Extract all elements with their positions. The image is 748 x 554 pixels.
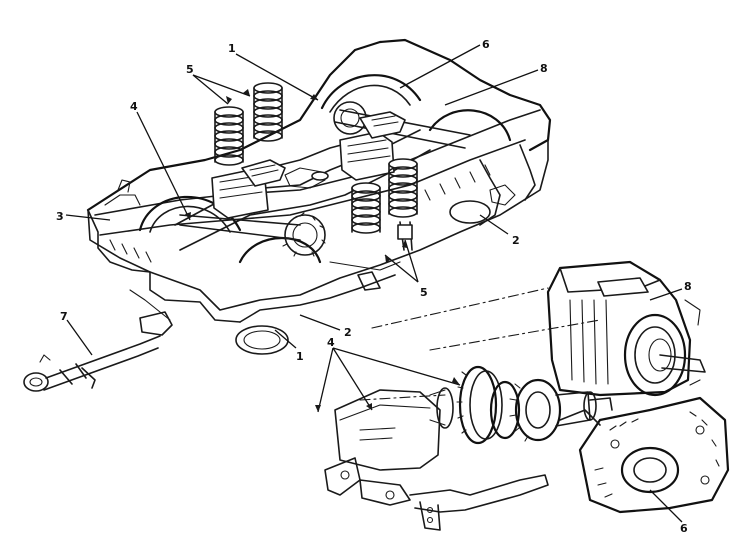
leader-arrowheads: [185, 89, 460, 412]
callout-4-truck: 4: [130, 100, 138, 113]
exploded-traction-motor: [546, 260, 706, 397]
callout-3: 3: [56, 210, 64, 223]
callout-5-bottom: 5: [420, 286, 428, 299]
leader-lines: [65, 44, 683, 523]
callout-5-top: 5: [186, 63, 194, 76]
exploded-gears: [429, 365, 613, 445]
coil-springs: [214, 82, 418, 234]
callout-1-top: 1: [228, 42, 236, 55]
gearcase-assembly: [559, 396, 730, 514]
callout-7: 7: [60, 310, 68, 323]
coil-spring-c: [388, 158, 418, 218]
callout-8-motor: 8: [684, 280, 692, 293]
truck-traction-motors: [211, 111, 406, 219]
callout-1-bottom: 1: [296, 350, 304, 363]
traction-rod: [23, 311, 173, 392]
callout-2-right: 2: [512, 234, 520, 247]
callout-6-top: 6: [482, 38, 490, 51]
alignment-lines: [359, 287, 601, 401]
wheelsets: [138, 74, 512, 355]
coil-spring-d: [351, 182, 381, 234]
callout-2-bottom: 2: [344, 326, 352, 339]
coil-spring-b: [253, 82, 283, 142]
coil-spring-a: [214, 106, 244, 166]
callout-4-exploded: 4: [327, 336, 335, 349]
truck-frame: [86, 38, 552, 323]
callout-6-bottom: 6: [680, 522, 688, 535]
callout-8-top: 8: [540, 62, 548, 75]
shock-absorbers: [329, 221, 413, 291]
suspension-bracket: [324, 389, 549, 531]
callout-labels: 1 1 2 2 3 4 4 5 5 6 6 7 8 8: [56, 38, 692, 535]
